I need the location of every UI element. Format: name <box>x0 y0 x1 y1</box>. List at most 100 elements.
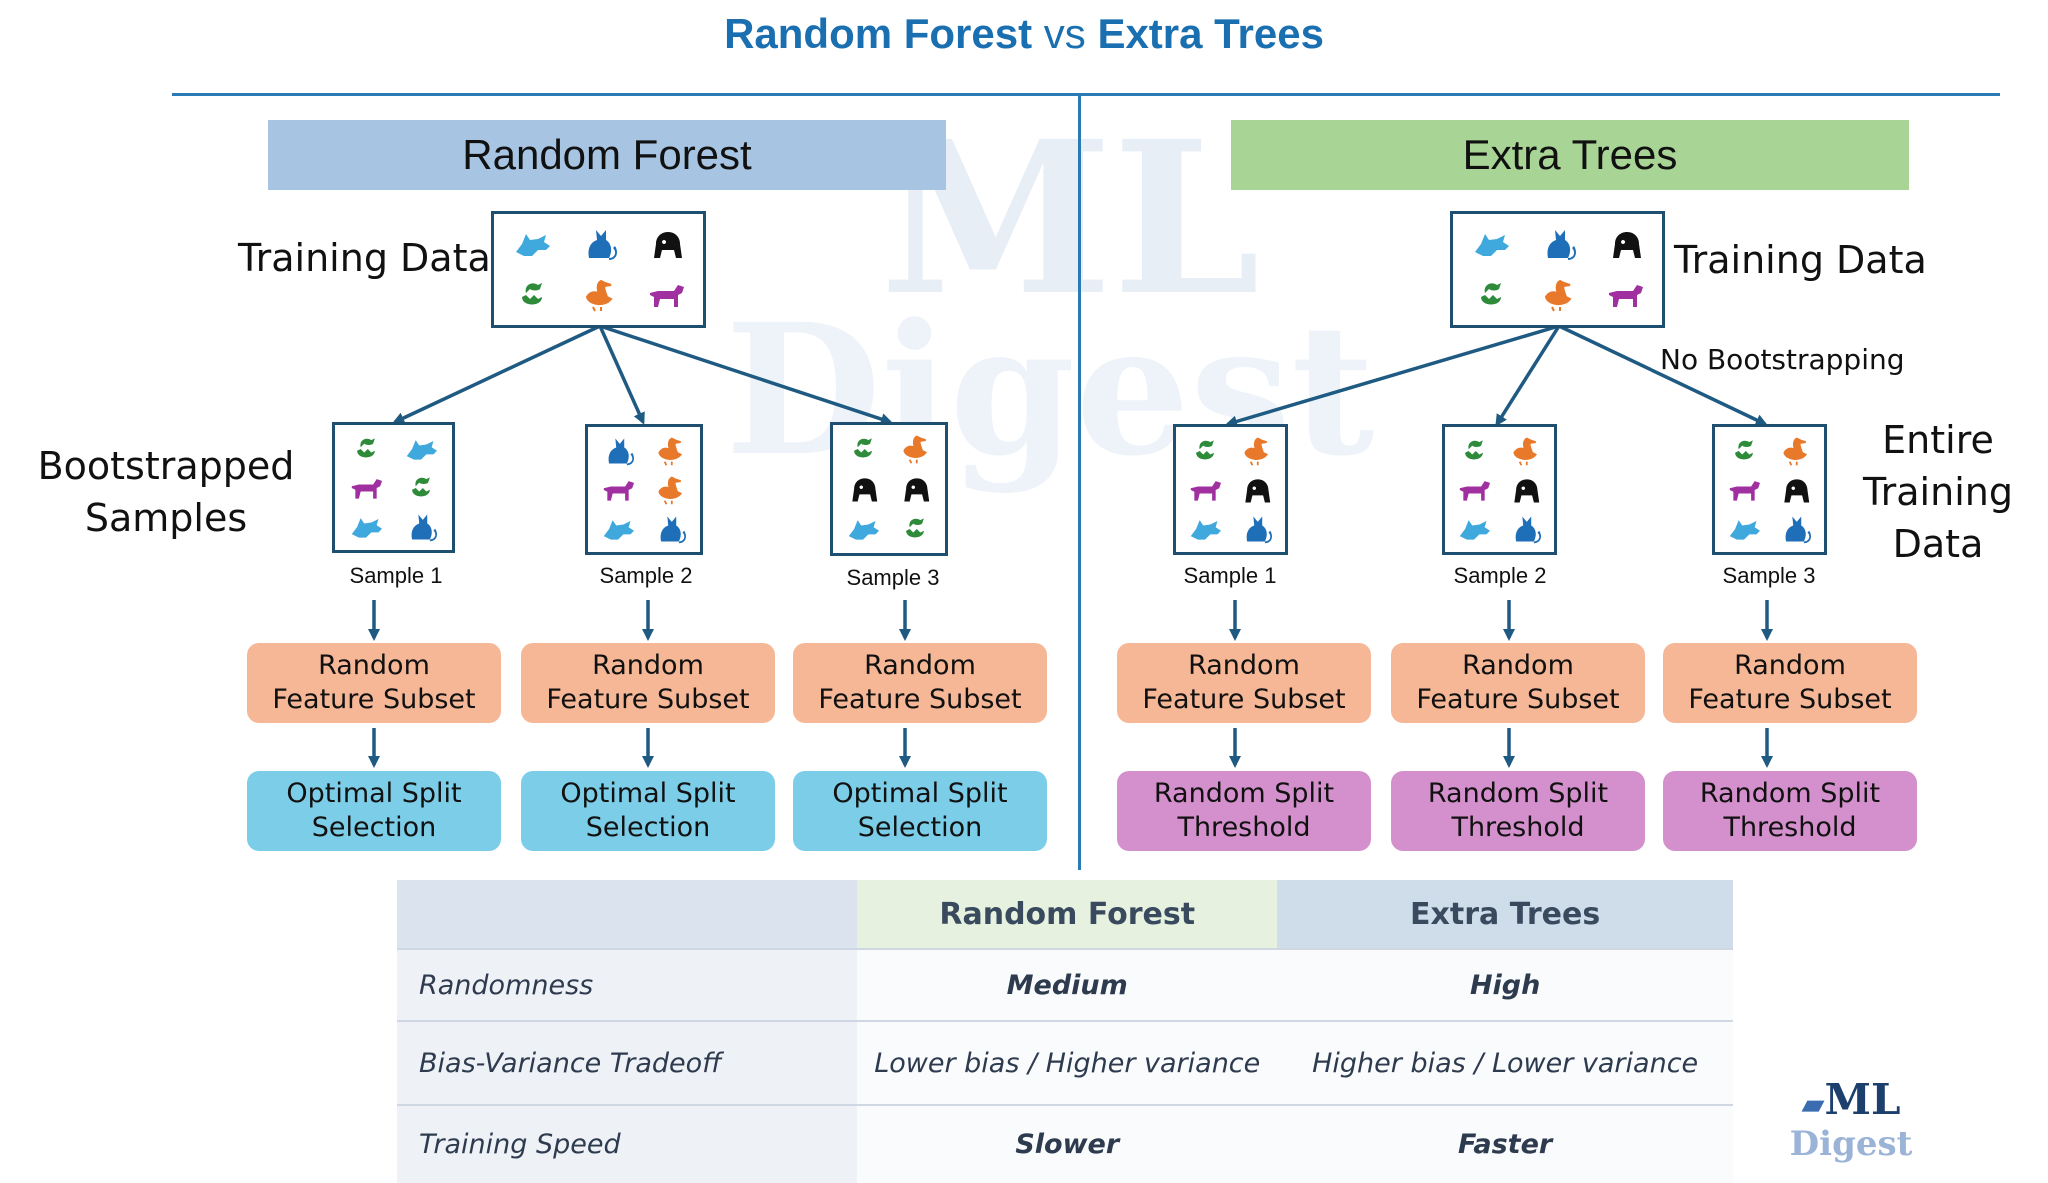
et-training-data-box <box>1450 211 1665 328</box>
rf-sample-box-2 <box>585 424 703 555</box>
rf-sample-label-2: Sample 2 <box>599 563 693 588</box>
logo-ml-text: ML <box>1824 1075 1901 1124</box>
rf-cell: Slower <box>857 1104 1278 1183</box>
table-header-et: Extra Trees <box>1277 880 1733 949</box>
et-arrow-sample-1 <box>1225 324 1560 428</box>
book-icon: ▰ <box>1801 1087 1825 1122</box>
feature-line-1: Random <box>864 650 976 681</box>
wolf-icon <box>1455 513 1493 545</box>
feature-line-2: Feature Subset <box>1688 684 1892 715</box>
split-line-1: Optimal Split <box>560 778 736 809</box>
feature-line-1: Random <box>1462 650 1574 681</box>
entire-line-3: Data <box>1892 522 1984 566</box>
cat-icon <box>1506 513 1544 545</box>
split-line-2: Threshold <box>1451 812 1585 843</box>
et-sample-box-1 <box>1173 424 1288 555</box>
split-line-2: Selection <box>857 812 983 843</box>
dog-icon <box>347 472 385 504</box>
dog-icon <box>1455 474 1493 506</box>
logo-digest: Digest <box>1789 1124 1913 1164</box>
title-random-forest: Random Forest <box>724 10 1033 57</box>
et-cell: High <box>1277 948 1733 1021</box>
gorilla-icon <box>1604 226 1646 262</box>
dog-icon <box>599 474 637 506</box>
row-label: Training Speed <box>397 1104 858 1183</box>
rf-sample-label-1: Sample 1 <box>349 563 443 588</box>
et-cell: Higher bias / Lower variance <box>1277 1020 1733 1105</box>
table-row: Bias-Variance Tradeoff Lower bias / High… <box>397 1020 1733 1105</box>
et-panel-header: Extra Trees <box>1231 120 1909 190</box>
gorilla-icon <box>1506 474 1544 506</box>
rf-sample-label-3: Sample 3 <box>846 565 940 590</box>
wolf-icon <box>844 513 882 545</box>
top-divider <box>172 93 2000 96</box>
dog-icon <box>1604 277 1646 313</box>
rf-cell: Medium <box>857 948 1278 1021</box>
feature-line-2: Feature Subset <box>1416 684 1620 715</box>
dino-icon <box>402 472 440 504</box>
row-label: Bias-Variance Tradeoff <box>397 1020 858 1105</box>
table-header-rf: Random Forest <box>857 880 1278 949</box>
duck-icon <box>1237 435 1275 467</box>
table-header-empty <box>397 880 858 949</box>
dino-icon <box>896 513 934 545</box>
et-sample-label-2: Sample 2 <box>1453 563 1547 588</box>
page-title: Random Forest vs Extra Trees <box>0 10 2048 58</box>
wolf-icon <box>347 511 385 543</box>
split-line-2: Selection <box>311 812 437 843</box>
cat-icon <box>402 511 440 543</box>
wolf-icon <box>599 513 637 545</box>
split-line-2: Threshold <box>1177 812 1311 843</box>
rf-training-data-label: Training Data <box>238 236 491 280</box>
cat-icon <box>1237 513 1275 545</box>
gorilla-icon <box>1237 474 1275 506</box>
table-row: Training Speed Slower Faster <box>397 1104 1733 1183</box>
gorilla-icon <box>844 473 882 505</box>
feature-line-2: Feature Subset <box>546 684 750 715</box>
rf-arrow-sample-1 <box>392 324 601 424</box>
split-line-1: Random Split <box>1153 778 1335 809</box>
cat-icon <box>1776 513 1814 545</box>
feature-line-1: Random <box>592 650 704 681</box>
entire-training-data-label: Entire Training Data <box>1848 414 2028 570</box>
cat-icon <box>599 435 637 467</box>
et-sample-box-2 <box>1442 424 1557 555</box>
gorilla-icon <box>645 226 687 262</box>
et-sample-box-3 <box>1712 424 1827 555</box>
feature-line-2: Feature Subset <box>1142 684 1346 715</box>
split-line-2: Threshold <box>1723 812 1857 843</box>
bootstrapped-line-2: Samples <box>84 496 248 540</box>
rf-sample-box-1 <box>332 422 455 553</box>
row-label: Randomness <box>397 948 858 1021</box>
entire-line-2: Training <box>1863 470 2013 514</box>
vertical-divider <box>1078 95 1081 870</box>
no-bootstrapping-label: No Bootstrapping <box>1660 343 1905 376</box>
cat-icon <box>651 513 689 545</box>
split-line-1: Random Split <box>1699 778 1881 809</box>
rf-arrow-sample-2 <box>598 325 645 425</box>
comparison-table: Random Forest Extra Trees Randomness Med… <box>397 880 1733 1183</box>
feature-line-1: Random <box>318 650 430 681</box>
dino-icon <box>511 277 553 313</box>
title-extra-trees: Extra Trees <box>1097 10 1324 57</box>
wolf-icon <box>402 433 440 465</box>
dog-icon <box>1725 474 1763 506</box>
feature-line-2: Feature Subset <box>272 684 476 715</box>
entire-line-1: Entire <box>1882 418 1994 462</box>
et-arrow-sample-2 <box>1495 325 1561 427</box>
table-header-row: Random Forest Extra Trees <box>397 880 1733 949</box>
et-arrow-sample-3 <box>1558 324 1768 426</box>
duck-icon <box>896 433 934 465</box>
wolf-icon <box>511 226 553 262</box>
title-vs: vs <box>1043 10 1086 57</box>
duck-icon <box>1506 435 1544 467</box>
